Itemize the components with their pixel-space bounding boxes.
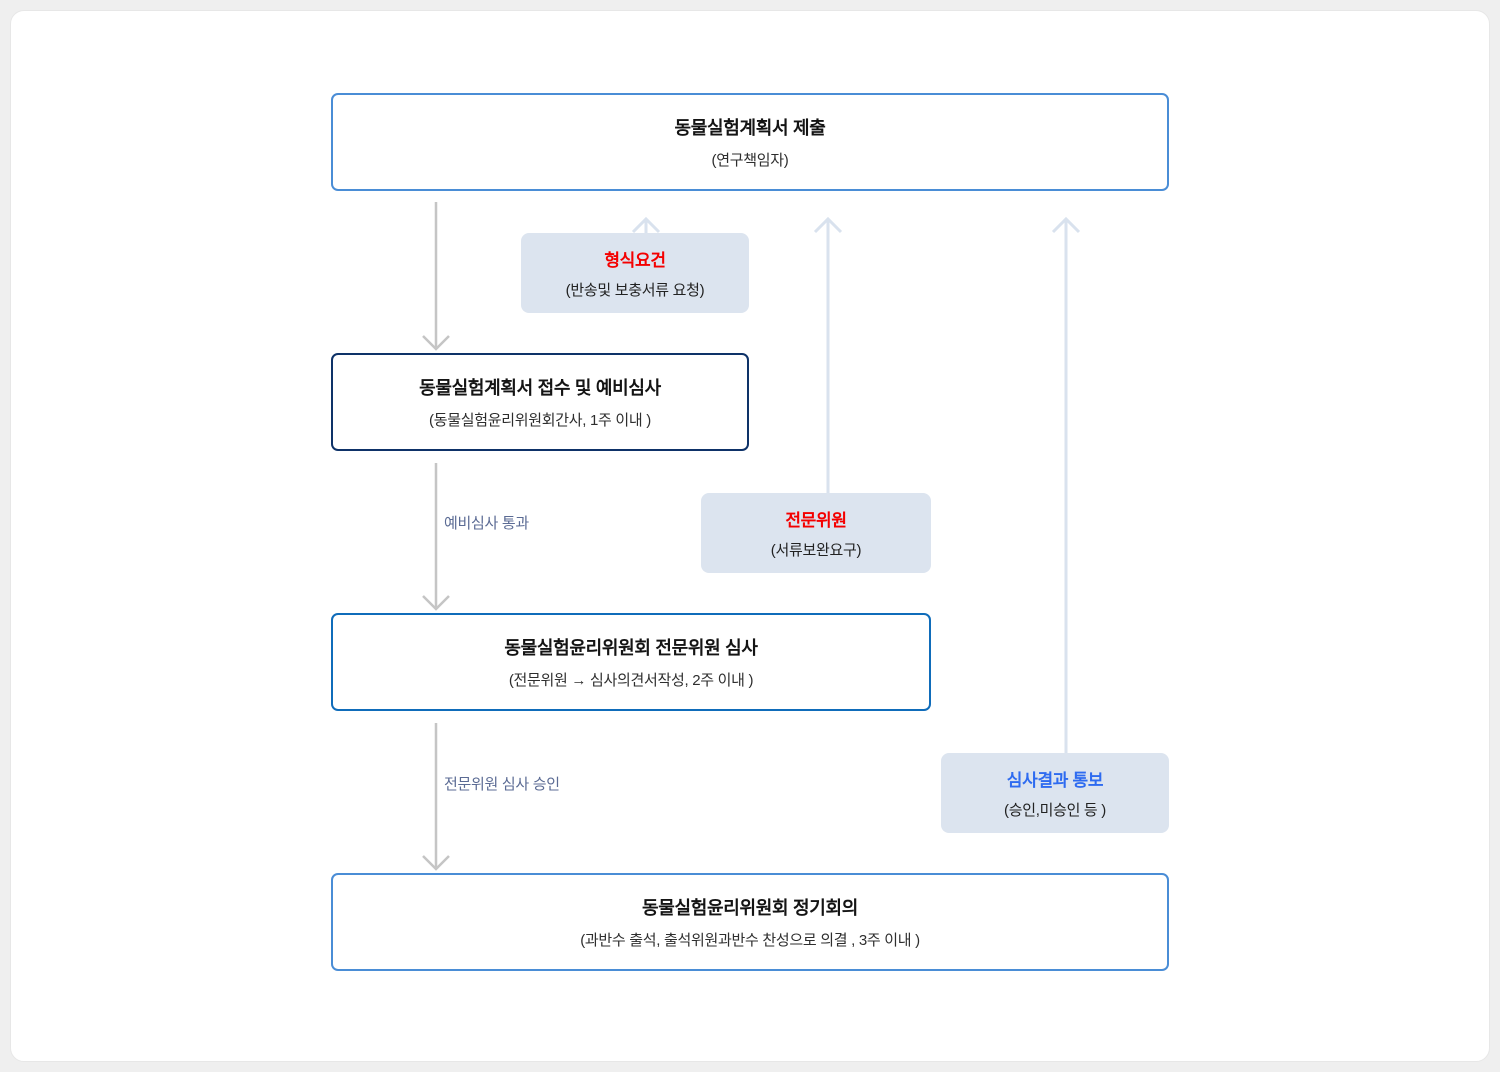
node-receipt-preliminary: 동물실험계획서 접수 및 예비심사 (동물실험윤리위원회간사, 1주 이내 ) xyxy=(331,353,749,451)
node-regular-meeting-title: 동물실험윤리위원회 정기회의 xyxy=(641,898,859,918)
node-receipt-preliminary-subtitle: (동물실험윤리위원회간사, 1주 이내 ) xyxy=(429,412,651,429)
node-expert-review-subtitle: (전문위원 → 심사의견서작성, 2주 이내 ) xyxy=(508,672,754,689)
arrow-down-submit-to-receipt-icon xyxy=(422,202,450,351)
tag-result-notice-subtitle: (승인,미승인 등 ) xyxy=(1004,802,1106,819)
node-plan-submit-subtitle: (연구책임자) xyxy=(711,152,789,169)
tag-result-notice-title: 심사결과 통보 xyxy=(1006,771,1104,790)
diagram-card: 동물실험계획서 제출 (연구책임자) 동물실험계획서 접수 및 예비심사 (동물… xyxy=(10,10,1490,1062)
tag-expert-member: 전문위원 (서류보완요구) xyxy=(701,493,931,573)
arrow-up-expert-to-submit-icon xyxy=(813,216,843,504)
edge-label-preliminary-pass: 예비심사 통과 xyxy=(444,515,529,532)
tag-expert-member-title: 전문위원 xyxy=(785,511,847,530)
tag-formal-requirement-title: 형식요건 xyxy=(604,251,666,270)
node-plan-submit-title: 동물실험계획서 제출 xyxy=(674,118,826,138)
node-expert-review: 동물실험윤리위원회 전문위원 심사 (전문위원 → 심사의견서작성, 2주 이내… xyxy=(331,613,931,711)
tag-result-notice: 심사결과 통보 (승인,미승인 등 ) xyxy=(941,753,1169,833)
arrow-down-receipt-to-review-icon xyxy=(422,463,450,611)
tag-formal-requirement-subtitle: (반송및 보충서류 요청) xyxy=(565,282,705,299)
node-plan-submit: 동물실험계획서 제출 (연구책임자) xyxy=(331,93,1169,191)
tag-formal-requirement: 형식요건 (반송및 보충서류 요청) xyxy=(521,233,749,313)
node-regular-meeting: 동물실험윤리위원회 정기회의 (과반수 출석, 출석위원과반수 찬성으로 의결 … xyxy=(331,873,1169,971)
node-regular-meeting-subtitle: (과반수 출석, 출석위원과반수 찬성으로 의결 , 3주 이내 ) xyxy=(580,932,920,949)
arrow-down-review-to-meeting-icon xyxy=(422,723,450,871)
arrow-up-result-to-submit-icon xyxy=(1051,216,1081,764)
edge-label-expert-approval: 전문위원 심사 승인 xyxy=(444,776,560,793)
node-expert-review-title: 동물실험윤리위원회 전문위원 심사 xyxy=(504,638,758,658)
tag-expert-member-subtitle: (서류보완요구) xyxy=(770,542,862,559)
node-receipt-preliminary-title: 동물실험계획서 접수 및 예비심사 xyxy=(419,378,661,398)
